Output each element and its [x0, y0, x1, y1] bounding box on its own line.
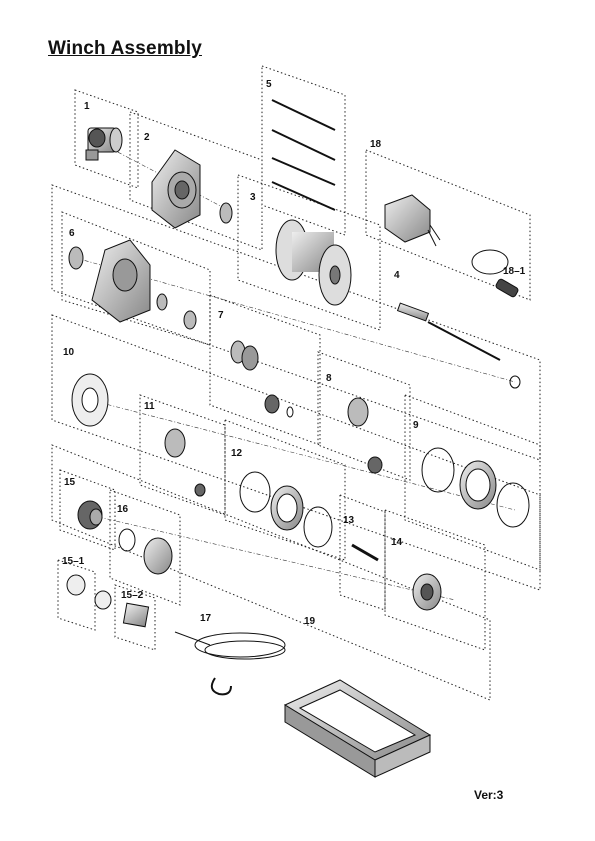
callout-16: 16: [117, 504, 129, 515]
part-mounting-frame: [283, 679, 432, 778]
callout-8: 8: [326, 373, 332, 384]
part-wire-rope-hook: [174, 631, 286, 696]
part-flange-plate: [71, 373, 109, 427]
box-middle-frame: [51, 314, 541, 591]
callout-5: 5: [266, 79, 272, 90]
part-drive-shaft: [396, 302, 521, 389]
part-motor: [85, 127, 123, 161]
part-remote-control: [471, 249, 519, 298]
callout-12: 12: [231, 448, 243, 459]
callout-19: 19: [304, 616, 316, 627]
version-label: Ver:3: [474, 788, 504, 802]
box-part-15-2: [114, 584, 156, 651]
page-title: Winch Assembly: [48, 38, 202, 59]
part-disc: [66, 574, 112, 610]
callout-15-1: 15–1: [62, 556, 85, 567]
part-tie-rods: [271, 99, 336, 211]
box-part-8: [317, 351, 411, 481]
part-clutch-housing: [118, 528, 173, 575]
part-drum: [275, 219, 352, 306]
box-lower-frame: [51, 444, 491, 701]
callout-18-1: 18–1: [503, 266, 526, 277]
part-end-housing: [68, 239, 197, 330]
callout-labels: 1 2 3 4 5 6 7 8 9 10 11 12 13 14 15 15–1…: [62, 79, 526, 627]
callout-18: 18: [370, 139, 382, 150]
part-gear-housing: [151, 149, 233, 229]
part-planet-carrier-8: [347, 397, 383, 474]
callout-2: 2: [144, 132, 150, 143]
box-part-2: [129, 111, 263, 251]
callout-4: 4: [394, 270, 400, 281]
callout-10: 10: [63, 347, 75, 358]
callout-1: 1: [84, 101, 90, 112]
callout-3: 3: [250, 192, 256, 203]
box-part-16: [109, 489, 181, 606]
callout-15: 15: [64, 477, 76, 488]
part-planet-carrier-11: [164, 428, 206, 497]
callout-14: 14: [391, 537, 403, 548]
part-ring-gear-9: [421, 447, 530, 528]
callout-6: 6: [69, 228, 75, 239]
part-sun-gear-shaft: [351, 543, 379, 562]
callout-15-2: 15–2: [121, 590, 144, 601]
part-clutch: [77, 500, 103, 530]
box-part-11: [139, 394, 226, 516]
box-part-1: [74, 89, 139, 189]
group-boxes: [51, 65, 541, 701]
callout-17: 17: [200, 613, 212, 624]
callout-13: 13: [343, 515, 355, 526]
part-end-cap: [412, 573, 442, 611]
box-part-13: [339, 494, 386, 611]
part-plate: [122, 602, 150, 628]
box-part-12: [224, 419, 346, 561]
part-brake-assembly: [230, 340, 294, 418]
callout-7: 7: [218, 310, 224, 321]
part-ring-gear-12: [239, 471, 333, 548]
box-part-15: [59, 469, 116, 551]
box-part-15-1: [57, 559, 96, 631]
part-control-box: [384, 194, 441, 247]
callout-9: 9: [413, 420, 419, 431]
box-part-9: [404, 394, 541, 571]
box-part-7: [209, 294, 321, 446]
callout-11: 11: [144, 401, 155, 412]
box-part-18: [365, 149, 531, 301]
